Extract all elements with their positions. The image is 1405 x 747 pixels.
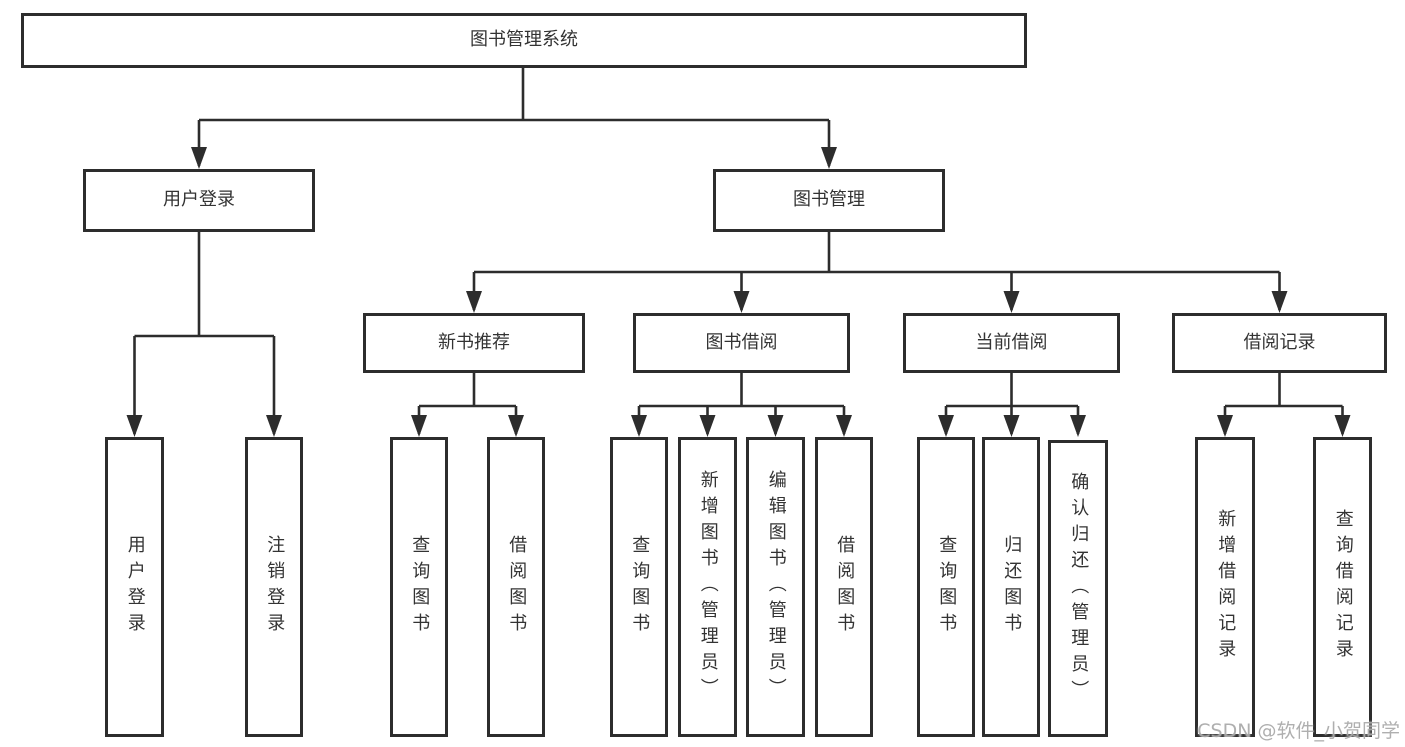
node-user-login: 用户登录 <box>83 169 315 232</box>
leaf-return-books: 归还图书 <box>982 437 1040 737</box>
node-book-management: 图书管理 <box>713 169 945 232</box>
node-current-borrowing: 当前借阅 <box>903 313 1120 373</box>
leaf-user-login-label: 用户登录 <box>124 535 146 639</box>
node-new-book-recommend-label: 新书推荐 <box>438 331 510 353</box>
leaf-add-borrow-record-label: 新增借阅记录 <box>1215 509 1237 665</box>
leaf-logout: 注销登录 <box>245 437 303 737</box>
leaf-edit-book-admin: 编辑图书（管理员） <box>746 437 805 737</box>
node-book-borrowing: 图书借阅 <box>633 313 850 373</box>
leaf-query-books-1: 查询图书 <box>390 437 448 737</box>
leaf-add-book-admin-label: 新增图书（管理员） <box>697 470 719 704</box>
node-borrowing-records-label: 借阅记录 <box>1243 331 1316 353</box>
node-new-book-recommend: 新书推荐 <box>363 313 585 373</box>
node-borrowing-records: 借阅记录 <box>1172 313 1387 373</box>
leaf-query-books-3: 查询图书 <box>917 437 975 737</box>
leaf-borrow-books-2-label: 借阅图书 <box>834 535 856 639</box>
csdn-watermark: CSDN @软件_小贺同学 <box>1197 720 1400 742</box>
leaf-add-borrow-record: 新增借阅记录 <box>1195 437 1255 737</box>
leaf-query-books-3-label: 查询图书 <box>936 535 958 639</box>
connector-skeleton <box>134 68 1343 408</box>
leaf-borrow-books-2: 借阅图书 <box>815 437 873 737</box>
node-current-borrowing-label: 当前借阅 <box>975 331 1048 353</box>
leaf-query-borrow-record-label: 查询借阅记录 <box>1332 509 1354 665</box>
node-library-management-system-label: 图书管理系统 <box>470 29 578 51</box>
node-user-login-label: 用户登录 <box>163 189 235 211</box>
leaf-confirm-return-admin-label: 确认归还（管理员） <box>1068 471 1090 706</box>
leaf-query-books-2: 查询图书 <box>610 437 668 737</box>
leaf-query-borrow-record: 查询借阅记录 <box>1313 437 1372 737</box>
node-book-borrowing-label: 图书借阅 <box>705 331 778 353</box>
leaf-add-book-admin: 新增图书（管理员） <box>678 437 737 737</box>
node-book-management-label: 图书管理 <box>793 189 865 211</box>
leaf-borrow-books-1: 借阅图书 <box>487 437 545 737</box>
leaf-logout-label: 注销登录 <box>264 535 286 639</box>
leaf-user-login: 用户登录 <box>105 437 164 737</box>
leaf-borrow-books-1-label: 借阅图书 <box>506 535 528 639</box>
leaf-confirm-return-admin: 确认归还（管理员） <box>1048 440 1108 737</box>
leaf-query-books-2-label: 查询图书 <box>629 535 651 639</box>
node-library-management-system: 图书管理系统 <box>21 13 1027 68</box>
leaf-return-books-label: 归还图书 <box>1001 535 1023 639</box>
leaf-edit-book-admin-label: 编辑图书（管理员） <box>765 470 787 704</box>
leaf-query-books-1-label: 查询图书 <box>409 535 431 639</box>
